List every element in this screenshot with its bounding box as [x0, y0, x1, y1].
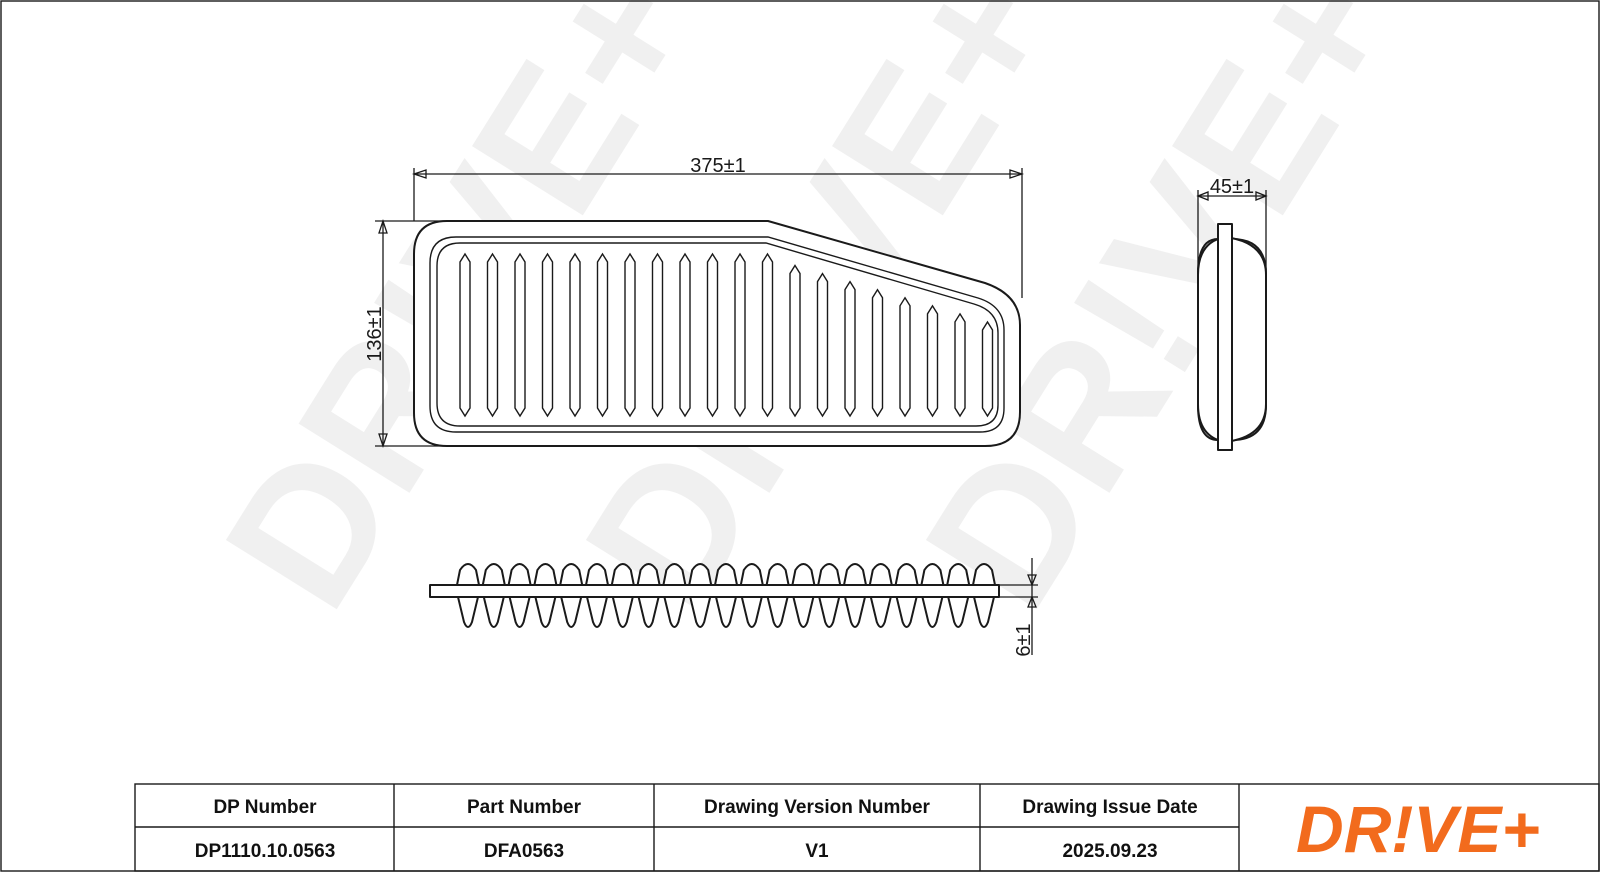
front-pleat-lower: [663, 596, 686, 628]
top-pleat: [954, 312, 966, 418]
front-pleat-upper: [791, 563, 816, 586]
front-pleat-lower: [689, 596, 712, 628]
front-pleat-upper: [559, 563, 584, 586]
front-pleat-lower: [792, 596, 815, 628]
front-pleat-upper: [507, 563, 532, 586]
top-pleat: [981, 320, 994, 418]
front-pleat-upper: [610, 563, 635, 586]
front-pleat-upper: [765, 563, 790, 586]
top-pleat: [459, 252, 471, 418]
front-pleat-upper: [972, 563, 996, 586]
front-pleat-upper: [714, 563, 738, 586]
front-pleat-upper: [894, 563, 919, 586]
side-flange: [1217, 223, 1233, 451]
filter-inner-frame: [429, 236, 1005, 433]
front-pleat-lower: [973, 596, 995, 628]
front-pleat-lower: [766, 596, 789, 628]
front-pleat-upper: [662, 563, 687, 586]
top-view: [413, 220, 1021, 447]
front-pleat-lower: [611, 596, 634, 628]
front-pleat-lower: [895, 596, 918, 628]
front-pleat-lower: [921, 596, 944, 628]
front-view: [429, 563, 1000, 628]
top-pleat: [871, 288, 884, 418]
filter-media-edge: [436, 242, 999, 427]
front-pleat-upper: [843, 563, 867, 586]
front-pleat-upper: [739, 563, 764, 586]
top-pleat: [651, 252, 664, 418]
front-pleat-lower: [534, 596, 557, 628]
header-dp-number: DP Number: [213, 797, 317, 818]
front-pleat-upper: [920, 563, 945, 586]
front-pleat-upper: [868, 563, 893, 586]
top-pleat: [514, 252, 526, 418]
drive-logo: DR!VE+: [1296, 792, 1540, 866]
front-pleat-lower: [947, 596, 970, 628]
header-issue-date: Drawing Issue Date: [1022, 797, 1197, 818]
top-pleat: [734, 252, 746, 418]
front-pleat-upper: [585, 563, 609, 586]
side-view: [1197, 223, 1267, 451]
top-pleat: [486, 252, 499, 418]
header-part-number: Part Number: [467, 797, 582, 818]
top-pleat: [899, 296, 911, 418]
top-pleat: [789, 264, 801, 418]
front-pleat-upper: [688, 563, 713, 586]
front-pleat-upper: [481, 563, 506, 586]
front-pleat-lower: [715, 596, 737, 628]
value-dp-number: DP1110.10.0563: [195, 841, 336, 862]
front-view-pleats: [456, 563, 996, 628]
front-pleat-upper: [817, 563, 842, 586]
top-pleat: [926, 304, 939, 418]
front-pleat-upper: [456, 563, 480, 586]
top-pleat: [816, 272, 829, 418]
dimensions: 375±1 136±1 45±1 6±1: [364, 155, 1268, 657]
top-pleat: [624, 252, 636, 418]
front-pleat-lower: [508, 596, 531, 628]
front-pleat-lower: [869, 596, 892, 628]
value-drawing-version: V1: [805, 841, 829, 862]
front-pleat-lower: [457, 596, 479, 628]
top-pleat: [844, 280, 856, 418]
top-pleat: [761, 252, 774, 418]
value-issue-date: 2025.09.23: [1062, 841, 1157, 862]
front-pleat-upper: [533, 563, 558, 586]
top-pleat: [679, 252, 691, 418]
top-pleat: [541, 252, 554, 418]
top-pleat: [569, 252, 581, 418]
dim-length-label: 375±1: [690, 155, 745, 177]
dim-width-label: 136±1: [364, 306, 386, 361]
front-pleat-lower: [586, 596, 608, 628]
value-part-number: DFA0563: [484, 841, 564, 862]
front-pleat-lower: [482, 596, 505, 628]
front-pleat-lower: [818, 596, 841, 628]
top-pleat: [596, 252, 609, 418]
dim-flange-label: 6±1: [1013, 623, 1035, 656]
dim-height-label: 45±1: [1210, 176, 1254, 198]
front-pleat-lower: [740, 596, 763, 628]
header-drawing-version: Drawing Version Number: [704, 797, 931, 818]
top-view-pleats: [459, 252, 994, 418]
front-pleat-lower: [560, 596, 583, 628]
front-pleat-lower: [844, 596, 866, 628]
front-pleat-upper: [636, 563, 661, 586]
front-pleat-upper: [946, 563, 971, 586]
top-pleat: [706, 252, 719, 418]
front-pleat-lower: [637, 596, 660, 628]
title-block: DP Number Part Number Drawing Version Nu…: [134, 783, 1600, 872]
front-flange: [429, 584, 1000, 598]
